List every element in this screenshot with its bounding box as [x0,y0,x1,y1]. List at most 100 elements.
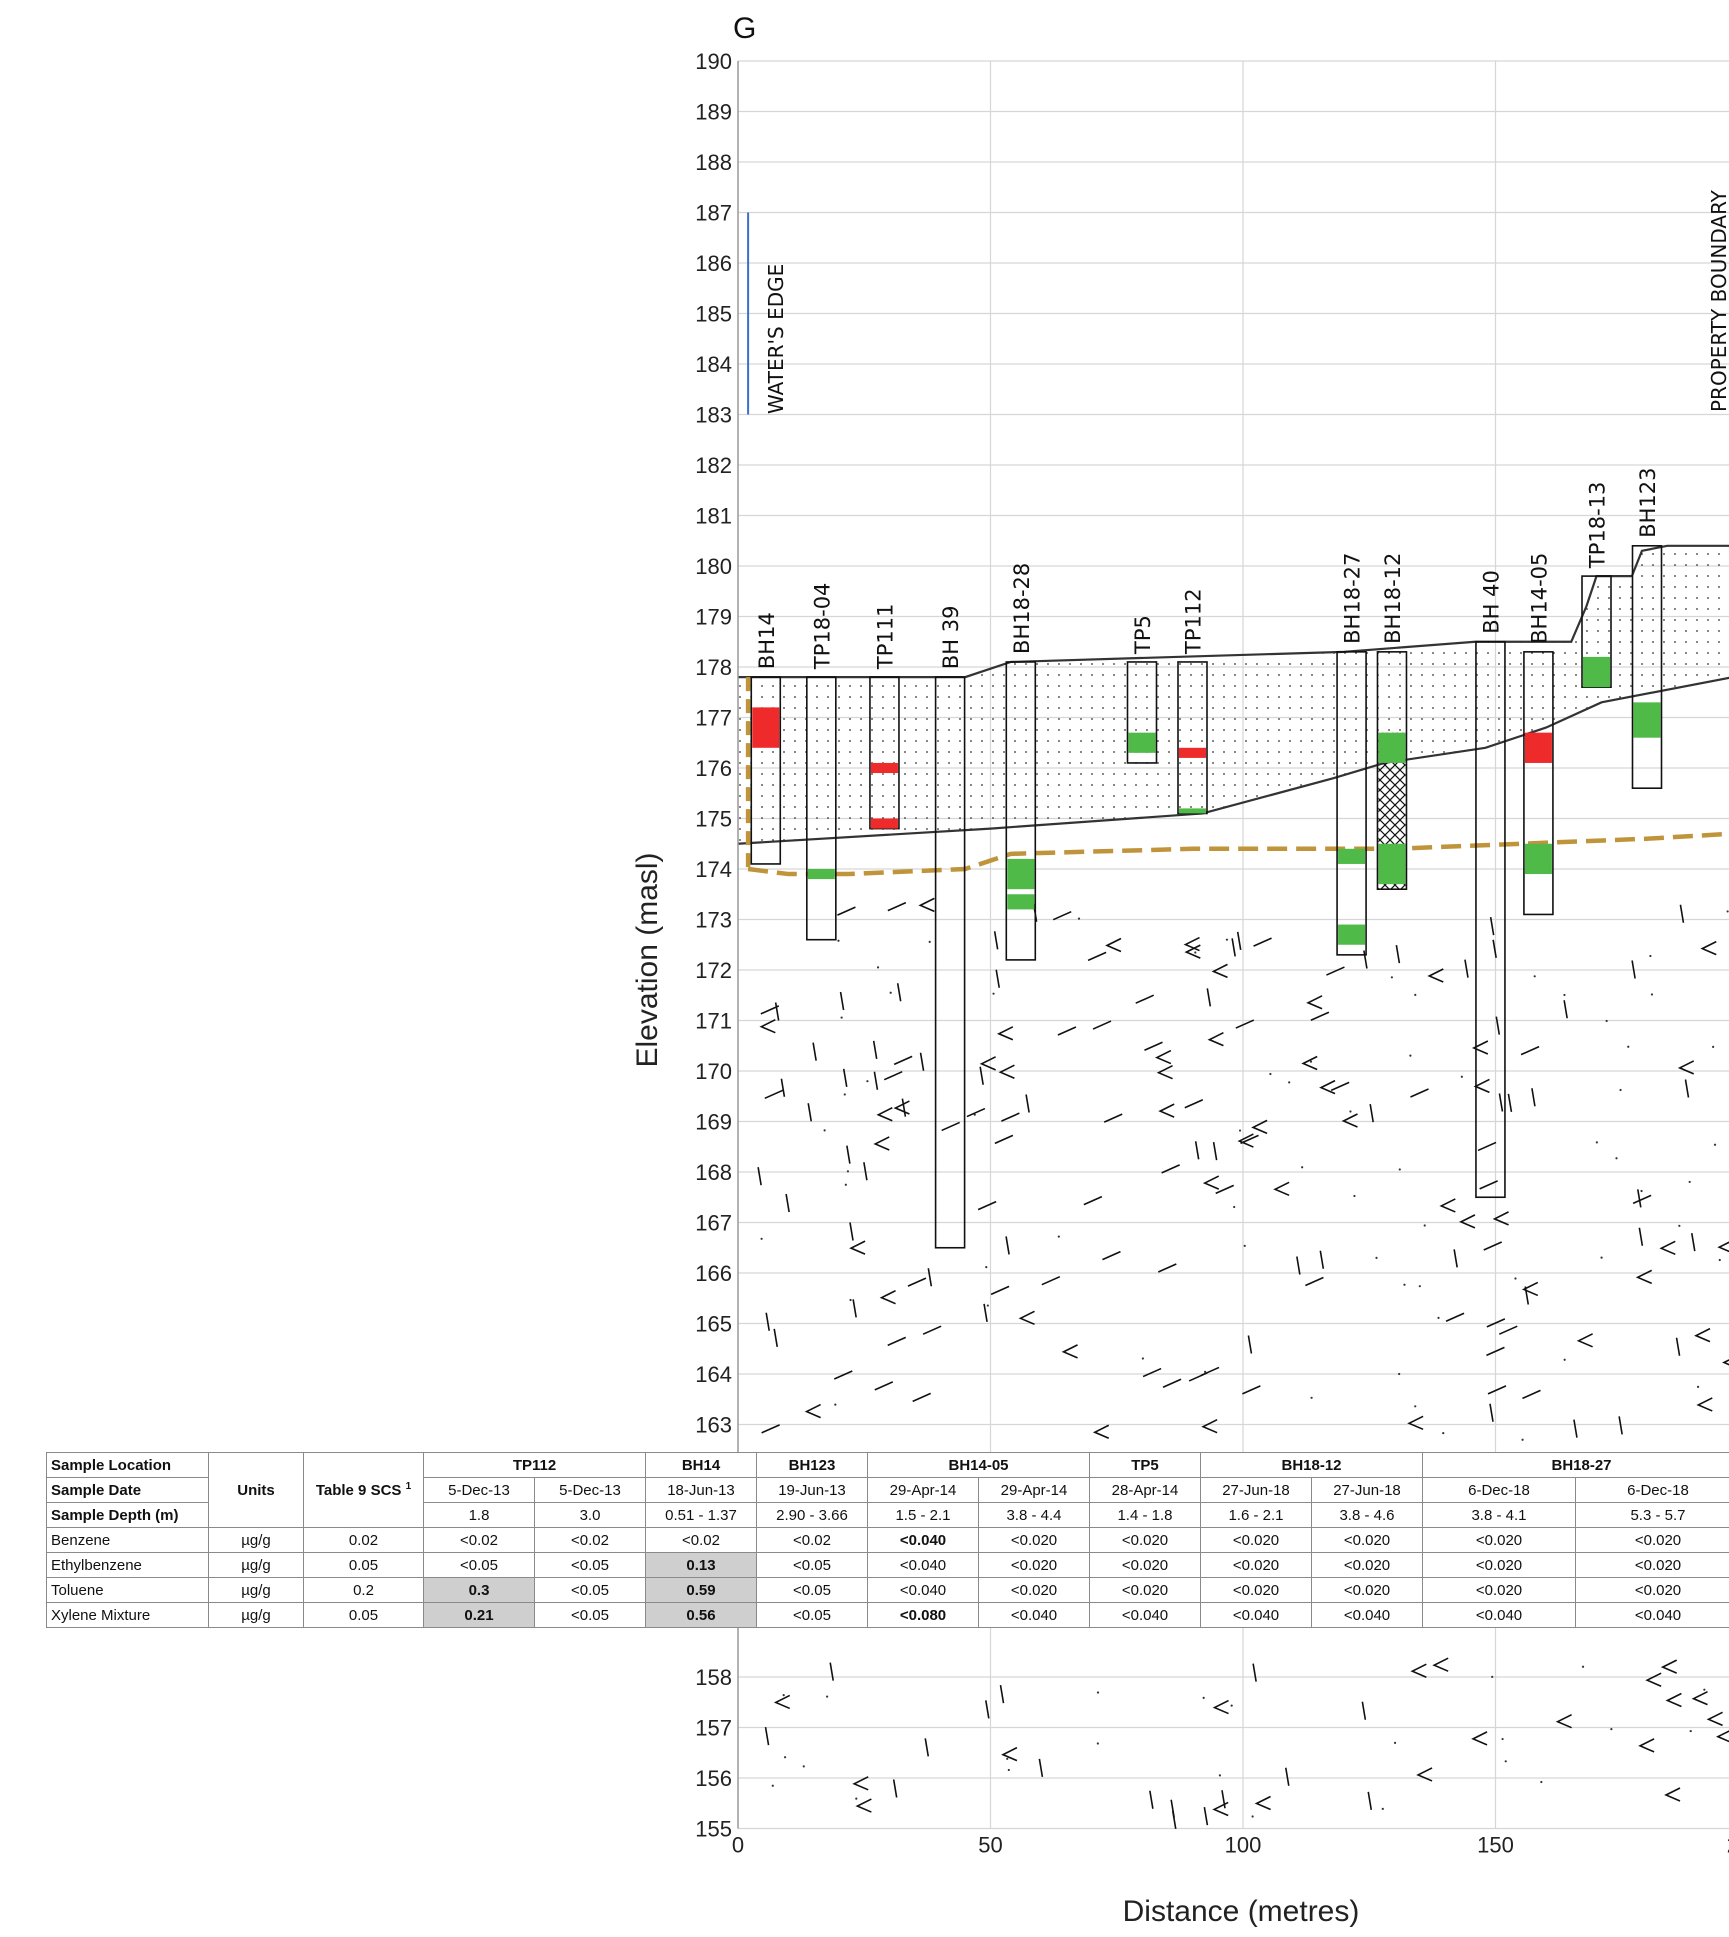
soil-dot [1726,910,1729,913]
result-value: <0.05 [756,1552,868,1578]
soil-dot [760,1237,763,1240]
result-value: <0.020 [1422,1552,1576,1578]
y-tick-label: 179 [695,605,732,630]
borehole-label: TP18-04 [810,583,834,671]
soil-chevron [1251,1119,1268,1135]
soil-tick [765,1312,770,1331]
soil-tick [1489,1403,1494,1422]
soil-chevron [1694,1327,1711,1343]
borehole-label: BH123 [1636,468,1660,538]
soil-tick [1092,1020,1112,1030]
soil-tick [995,969,1001,988]
borehole-label: TP5 [1131,615,1155,655]
parameter-standard: 0.05 [303,1552,424,1578]
soil-dot [1423,1224,1426,1227]
fill-material-area [738,545,1729,844]
soil-tick [896,983,902,1002]
soil-tick [1161,1164,1180,1174]
soil-tick [1206,988,1212,1007]
y-tick-label: 181 [695,504,732,529]
soil-chevron [1471,1731,1488,1746]
soil-tick [829,1662,835,1681]
soil-tick [1194,1141,1200,1160]
soil-tick [1410,1088,1429,1098]
soil-dot [1442,1432,1445,1435]
soil-dot [1309,1060,1313,1063]
borehole-column [1005,661,1037,961]
sample-depth: 3.0 [534,1502,646,1528]
soil-tick [993,931,999,950]
sample-date: 6-Dec-18 [1422,1477,1576,1503]
sample-date: 6-Dec-18 [1575,1477,1729,1503]
result-value: <0.020 [978,1552,1090,1578]
property-boundary-label: PROPERTY BOUNDARY [1707,189,1729,412]
result-value: <0.020 [978,1577,1090,1603]
sample-interval-meets [1007,894,1035,910]
soil-chevron [1700,940,1717,956]
soil-dot [1398,1168,1401,1171]
y-tick-label: 173 [695,908,732,933]
soil-dot [1418,1285,1421,1288]
sample-depth: 2.90 - 3.66 [756,1502,868,1528]
y-axis-title: Elevation (masl) [631,852,664,1067]
soil-tick [1005,1236,1010,1255]
soil-chevron [1722,1359,1729,1366]
soil-dot [1349,1110,1352,1113]
soil-chevron [979,1056,996,1071]
sample-location: BH18-27 [1422,1452,1729,1478]
soil-dot [1375,1256,1378,1259]
soil-tick [1144,1041,1163,1051]
y-tick-label: 182 [695,453,732,478]
soil-chevron [1635,1269,1653,1285]
sample-interval-meets [1524,843,1552,875]
y-tick-label: 180 [695,554,732,579]
soil-dot [1514,1277,1517,1280]
result-value: 0.3 [423,1577,535,1603]
soil-tick [1675,1337,1681,1356]
soil-chevron [1471,1040,1489,1055]
soil-dot [928,940,931,943]
result-value: <0.080 [867,1602,979,1628]
soil-tick [999,1685,1005,1704]
soil-tick [1522,1389,1541,1400]
y-tick-label: 190 [695,49,732,74]
soil-chevron [1432,1657,1449,1672]
soil-tick [1498,1093,1504,1112]
parameter-units: µg/g [208,1527,304,1553]
y-tick-label: 175 [695,807,732,832]
soil-tick [1486,1346,1505,1357]
sample-interval-exceed [1179,747,1206,758]
borehole-label: BH18-28 [1010,563,1034,654]
soil-tick [761,1424,780,1434]
fill-layer [738,545,1729,844]
soil-dot [1563,1358,1566,1361]
soil-dot [1689,1729,1692,1733]
soil-chevron [1201,1418,1218,1434]
sample-depth: 1.8 [423,1502,535,1528]
soil-tick [883,1070,903,1081]
parameter-standard: 0.05 [303,1602,424,1628]
groundwater-table-line [747,831,1729,877]
borehole-column [1631,544,1663,789]
soil-dot [1696,1385,1700,1388]
soil-tick [1363,950,1368,969]
soil-tick [764,1089,784,1100]
sample-depth: 3.8 - 4.6 [1311,1502,1423,1528]
soil-tick [1486,1318,1506,1328]
soil-tick [1632,1194,1652,1205]
soil-tick [1001,1112,1020,1122]
soil-tick [1531,1088,1536,1107]
borehole-label: BH18-12 [1381,553,1405,644]
soil-tick [1157,1263,1177,1273]
soil-tick [863,1162,868,1181]
soil-dot [1353,1194,1356,1198]
soil-chevron [1691,1690,1708,1706]
soil-dot [1501,1737,1504,1741]
soil-tick [833,1370,853,1380]
soil-tick [849,1222,854,1241]
sample-date: 27-Jun-18 [1200,1477,1312,1503]
soil-tick [1369,1104,1374,1123]
